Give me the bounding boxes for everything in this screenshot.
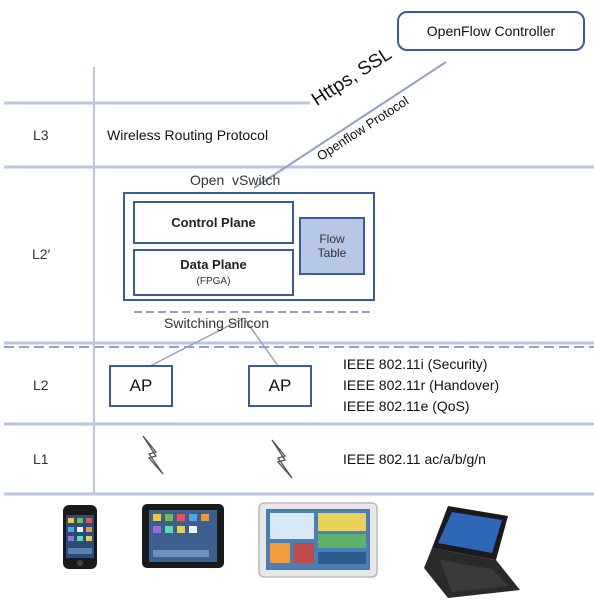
ap-box-2: [248, 365, 312, 407]
flow-table-label-line2: Table: [317, 246, 347, 260]
layer-label-l3: L3: [33, 127, 49, 143]
standard-80211-phy: IEEE 802.11 ac/a/b/g/n: [343, 451, 486, 467]
open-vswitch-title: Open vSwitch: [190, 172, 281, 188]
layer-label-l2: L2: [33, 377, 49, 393]
smartphone-icon: [63, 505, 97, 569]
control-plane-label: Control Plane: [171, 215, 256, 230]
ap-label: AP: [268, 376, 292, 395]
layer-label-l2-prime: L2′: [32, 246, 51, 262]
switching-silicon-label: Switching Silicon: [164, 315, 270, 331]
wireless-signal-icon: [142, 435, 164, 475]
tablet-icon: [142, 504, 224, 568]
ap-label: AP: [129, 376, 153, 395]
ap1-uplink-line: [149, 317, 245, 367]
flow-table-label-line1: Flow: [319, 232, 345, 246]
standard-80211i: IEEE 802.11i (Security): [343, 356, 488, 372]
openflow-controller-label: OpenFlow Controller: [426, 23, 556, 39]
laptop-icon: [424, 506, 520, 598]
control-plane-box: [133, 201, 294, 244]
data-plane-label: Data Plane: [180, 257, 247, 272]
controller-link-line: [253, 61, 447, 189]
standard-80211r: IEEE 802.11r (Handover): [343, 377, 500, 393]
data-plane-sublabel: (FPGA): [196, 276, 231, 287]
layer-label-l1: L1: [33, 451, 49, 467]
ap-box-1: [109, 365, 173, 407]
flow-table-box: [299, 217, 365, 275]
openflow-controller-box: OpenFlow Controller: [397, 11, 585, 51]
standard-80211e: IEEE 802.11e (QoS): [343, 398, 470, 414]
wireless-signal-icon: [271, 439, 293, 479]
data-plane-box: [133, 249, 294, 296]
ap2-uplink-line: [243, 317, 279, 367]
wireless-routing-protocol-label: Wireless Routing Protocol: [107, 127, 269, 143]
tablet-icon: [258, 502, 378, 578]
